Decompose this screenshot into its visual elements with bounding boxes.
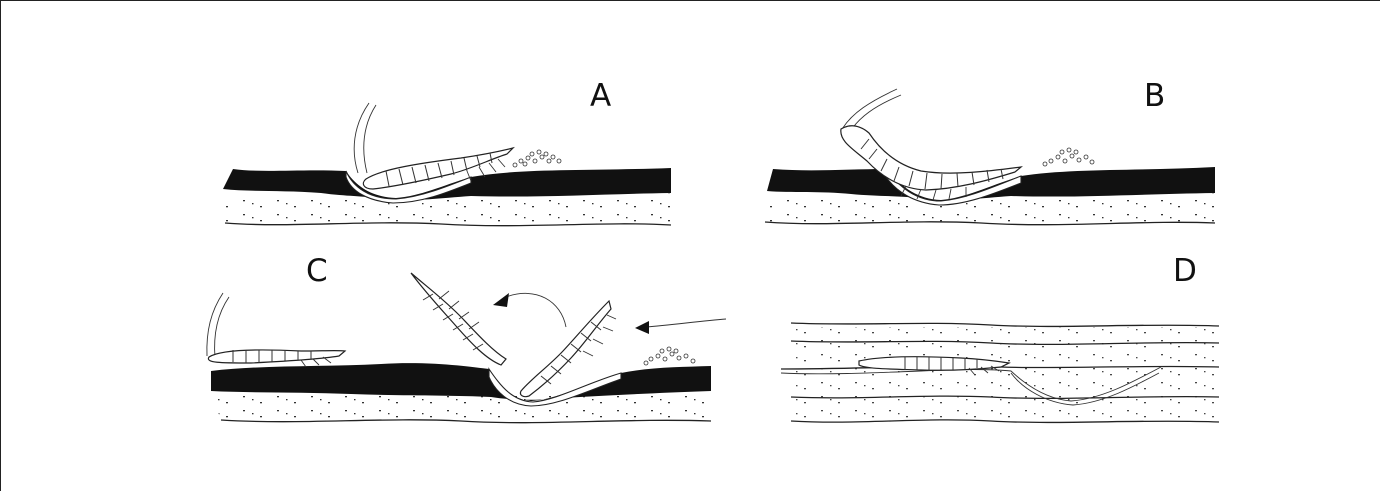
- worm-c-flipping: [411, 273, 506, 365]
- panel-label-c: C: [306, 253, 328, 289]
- panel-c: C: [207, 253, 726, 423]
- panel-label-d: D: [1173, 253, 1197, 289]
- flip-arrow-curve: [506, 293, 566, 327]
- move-arrow-line: [646, 319, 726, 327]
- sand-layer-c: [211, 392, 711, 423]
- sand-layer-b: [765, 193, 1215, 225]
- panel-label-a: A: [590, 78, 611, 114]
- panel-label-b: B: [1144, 78, 1165, 114]
- mucus-tube-b: [841, 89, 897, 131]
- move-arrow-head: [635, 321, 649, 334]
- mucus-tube-a: [354, 103, 369, 173]
- panel-b: B: [765, 78, 1215, 225]
- flip-arrow-head: [493, 293, 509, 307]
- panel-a: A: [223, 78, 671, 226]
- sediment-pile-c: [644, 347, 695, 365]
- worm-c-resting: [208, 350, 345, 367]
- sediment-pile-a: [513, 150, 561, 167]
- sand-layer-a: [223, 193, 671, 226]
- panel-d: D: [781, 253, 1219, 423]
- layer-line-1: [791, 323, 1219, 326]
- sediment-pile-b: [1043, 148, 1094, 166]
